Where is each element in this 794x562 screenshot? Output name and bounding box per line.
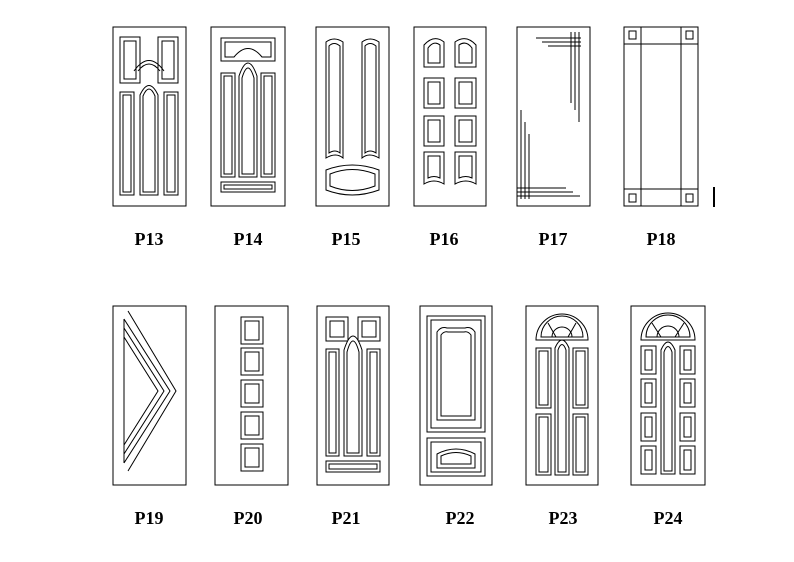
- door-label-p13: P13: [135, 229, 164, 249]
- door-label-p14: P14: [234, 229, 263, 249]
- door-p19: [112, 305, 187, 486]
- door-p16: [413, 26, 487, 207]
- door-p21: [316, 305, 390, 486]
- door-label-p18: P18: [647, 229, 676, 249]
- door-p20: [214, 305, 289, 486]
- door-label-p23: P23: [549, 508, 578, 528]
- door-label-p19: P19: [135, 508, 164, 528]
- door-p17: [516, 26, 591, 207]
- door-p14: [210, 26, 286, 207]
- door-p23: [525, 305, 599, 486]
- door-label-p24: P24: [654, 508, 683, 528]
- door-p24: [630, 305, 706, 486]
- door-label-p15: P15: [332, 229, 361, 249]
- door-p18: [623, 26, 715, 207]
- door-label-p21: P21: [332, 508, 361, 528]
- door-label-p17: P17: [539, 229, 568, 249]
- door-label-p20: P20: [234, 508, 263, 528]
- door-p15: [315, 26, 390, 207]
- door-p13: [112, 26, 187, 207]
- door-label-p16: P16: [430, 229, 459, 249]
- door-p22: [419, 305, 493, 486]
- door-label-p22: P22: [446, 508, 475, 528]
